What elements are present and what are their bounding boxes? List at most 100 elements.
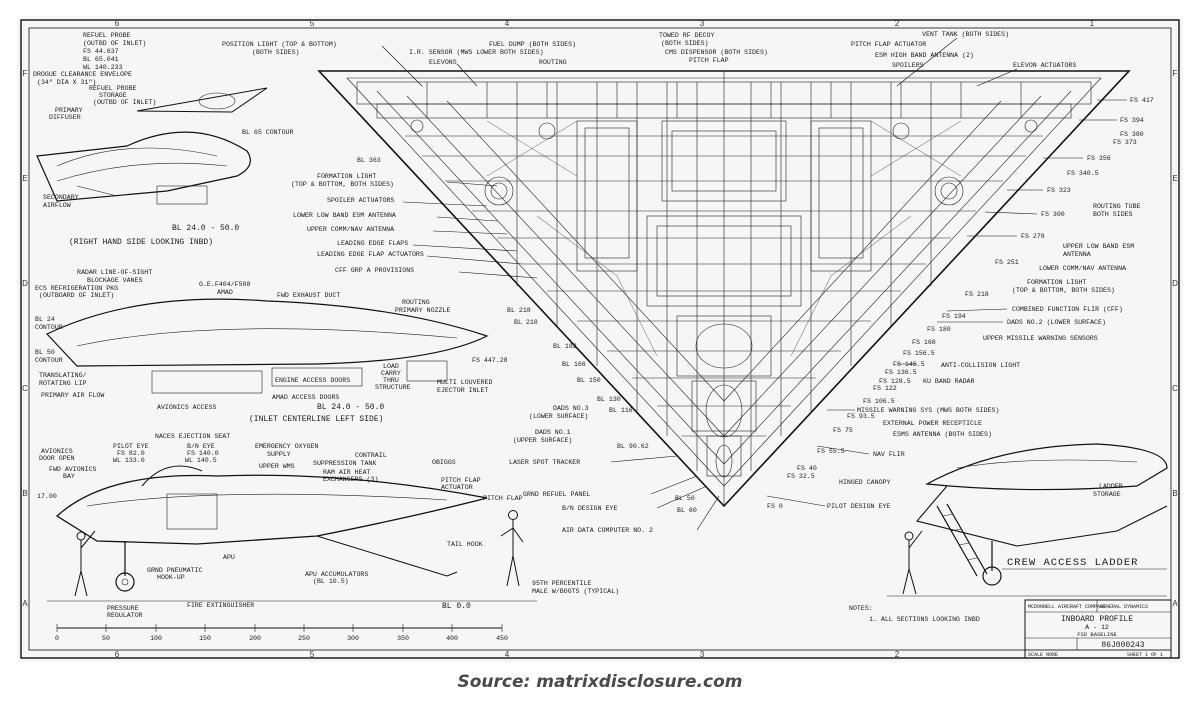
label-exchangers: EXCHANGERS (3) [323, 476, 378, 483]
zone-bottom-5: 5 [310, 650, 315, 659]
label-grnd-pneumatic: GRND PNEUMATIC [147, 567, 202, 574]
inlet-side-view: RADAR LINE-OF-SIGHT BLOCKAGE VANES ECS R… [35, 269, 508, 424]
label-ecs-outbd: (OUTBOARD OF INLET) [39, 292, 114, 299]
label-routing: ROUTING [402, 299, 430, 306]
label-outbd-inlet: (OUTBD OF INLET) [83, 40, 146, 47]
label-amad: AMAD [217, 289, 233, 296]
label-tail-hook: TAIL HOOK [447, 541, 483, 548]
scale-tick-400: 400 [446, 635, 458, 642]
label-fs122: FS 122 [873, 385, 897, 392]
label-ku-band: KU BAND RADAR [923, 378, 974, 385]
label-refuel-panel: GRND REFUEL PANEL [523, 491, 590, 498]
label-avionics-access: AVIONICS ACCESS [157, 404, 216, 411]
notes-heading: NOTES: [849, 605, 873, 612]
label-cms: CMS DISPENSOR (BOTH SIDES) [665, 49, 768, 56]
label-translating: TRANSLATING/ [39, 372, 87, 379]
source-caption: Source: matrixdisclosure.com [457, 672, 743, 692]
label-fs180: FS 180 [927, 326, 951, 333]
label-nav-flir: NAV FLIR [873, 451, 905, 458]
ladder-rail-2 [946, 503, 988, 575]
zone-top-6: 6 [115, 19, 120, 28]
ladder-rungs [942, 513, 978, 561]
label-male: MALE W/BOOTS (TYPICAL) [532, 588, 619, 595]
label-ladder-storage: STORAGE [1093, 491, 1121, 498]
label-exhaust: FWD EXHAUST DUCT [277, 292, 340, 299]
label-bl65: BL 65 CONTOUR [242, 129, 293, 136]
label-cff-provisions: CFF GRP A PROVISIONS [335, 267, 414, 274]
zone-left-c: C [22, 384, 28, 393]
scale-tick-300: 300 [347, 635, 359, 642]
zone-right-e: E [1172, 174, 1177, 183]
label-bl363: BL 363 [357, 157, 381, 164]
label-bl130: BL 130 [597, 396, 621, 403]
label-elevons: ELEVONS [429, 59, 457, 66]
label-fuel-dump: FUEL DUMP (BOTH SIDES) [489, 41, 576, 48]
label-contour: CONTOUR [35, 324, 63, 331]
tail-hook [316, 535, 458, 577]
label-pilot-eye: PILOT EYE [113, 443, 149, 450]
label-ladder: LADDER [1099, 483, 1123, 490]
scale-bar: 0 50 100 150 200 250 300 350 400 450 [55, 624, 508, 642]
drogue-envelope [198, 92, 236, 110]
scale-tick-250: 250 [298, 635, 310, 642]
label-dads2: DADS NO.2 (LOWER SURFACE) [1007, 319, 1106, 326]
crew-figure-left [74, 530, 96, 597]
zone-top-1: 1 [1090, 19, 1095, 28]
label-regulator: REGULATOR [107, 612, 143, 619]
bottom-zone-labels: 6 5 4 3 2 [115, 650, 900, 659]
label-bl218: BL 218 [507, 307, 531, 314]
scale-tick-450: 450 [496, 635, 508, 642]
label-dads3: DADS NO.3 [553, 405, 589, 412]
engineering-drawing-sheet: 6 5 4 3 2 1 6 5 4 3 2 F E D C B A F E D … [17, 16, 1183, 662]
title-drawing-number: 86J000243 [1101, 641, 1144, 650]
zone-bottom-4: 4 [505, 650, 510, 659]
label-ir-sensor: I.R. SENSOR (MWS LOWER BOTH SIDES) [409, 49, 544, 56]
notes: NOTES: 1. ALL SECTIONS LOOKING INBD [849, 605, 980, 623]
label-formation-right-sides: (TOP & BOTTOM, BOTH SIDES) [1012, 287, 1115, 294]
label-bl50-plan: BL 50 [675, 495, 695, 502]
label-towed-sides: (BOTH SIDES) [661, 40, 708, 47]
label-routing-tube: ROUTING TUBE [1093, 203, 1141, 210]
zone-left-a: A [22, 599, 28, 608]
label-blockage: BLOCKAGE VANES [87, 277, 142, 284]
label-pitch-actuator: PITCH FLAP [441, 477, 481, 484]
label-obiggs: OBIGGS [432, 459, 456, 466]
plan-left-leaders [381, 45, 720, 531]
label-airflow: AIRFLOW [43, 202, 71, 209]
label-fs-a: FS 82.0 [117, 450, 145, 457]
label-contrail: CONTRAIL [355, 452, 387, 459]
label-fs555: FS 55.5 [817, 448, 845, 455]
title-model: A - 12 [1085, 624, 1109, 631]
label-upper-esm: UPPER LOW BAND ESM [1063, 243, 1134, 250]
label-cff: COMBINED FUNCTION FLIR (CFF) [1012, 306, 1123, 313]
ladder-view-title: CREW ACCESS LADDER [1007, 557, 1138, 569]
label-fs380: FS 380 [1120, 131, 1144, 138]
label-fs194: FS 194 [942, 313, 966, 320]
label-pitch-flap-actuator: PITCH FLAP ACTUATOR [851, 41, 926, 48]
label-both-sides: (BOTH SIDES) [252, 49, 299, 56]
label-primary: PRIMARY [55, 107, 83, 114]
notes-line-1: 1. ALL SECTIONS LOOKING INBD [869, 616, 980, 623]
label-wl-probe: WL 140.233 [83, 64, 123, 71]
label-ram-air: RAM AIR HEAT [323, 469, 371, 476]
label-laser: LASER SPOT TRACKER [509, 459, 580, 466]
label-bl9062: BL 90.62 [617, 443, 649, 450]
label-storage-outbd: (OUTBD OF INLET) [93, 99, 156, 106]
label-fs75: FS 75 [833, 427, 853, 434]
label-lower-esm: LOWER LOW BAND ESM ANTENNA [293, 212, 396, 219]
crew-figure-ladder [902, 530, 923, 595]
zone-left-d: D [22, 279, 28, 288]
inlet-view-title: BL 24.0 - 50.0 [317, 403, 384, 412]
label-bl105: (BL 10.5) [313, 578, 349, 585]
label-fs394: FS 394 [1120, 117, 1144, 124]
label-fs251: FS 251 [995, 259, 1019, 266]
scale-tick-150: 150 [199, 635, 211, 642]
top-zone-labels: 6 5 4 3 2 1 [115, 19, 1095, 28]
zone-top-4: 4 [505, 19, 510, 28]
label-hookup: HOOK-UP [157, 574, 185, 581]
internal-frame-detail [486, 120, 962, 357]
label-bl116: BL 116 [609, 407, 633, 414]
label-drogue: DROGUE CLEARANCE ENVELOPE [33, 71, 132, 78]
title-scale: SCALE NONE [1028, 652, 1058, 658]
label-anti-collision: ANTI-COLLISION LIGHT [941, 362, 1020, 369]
